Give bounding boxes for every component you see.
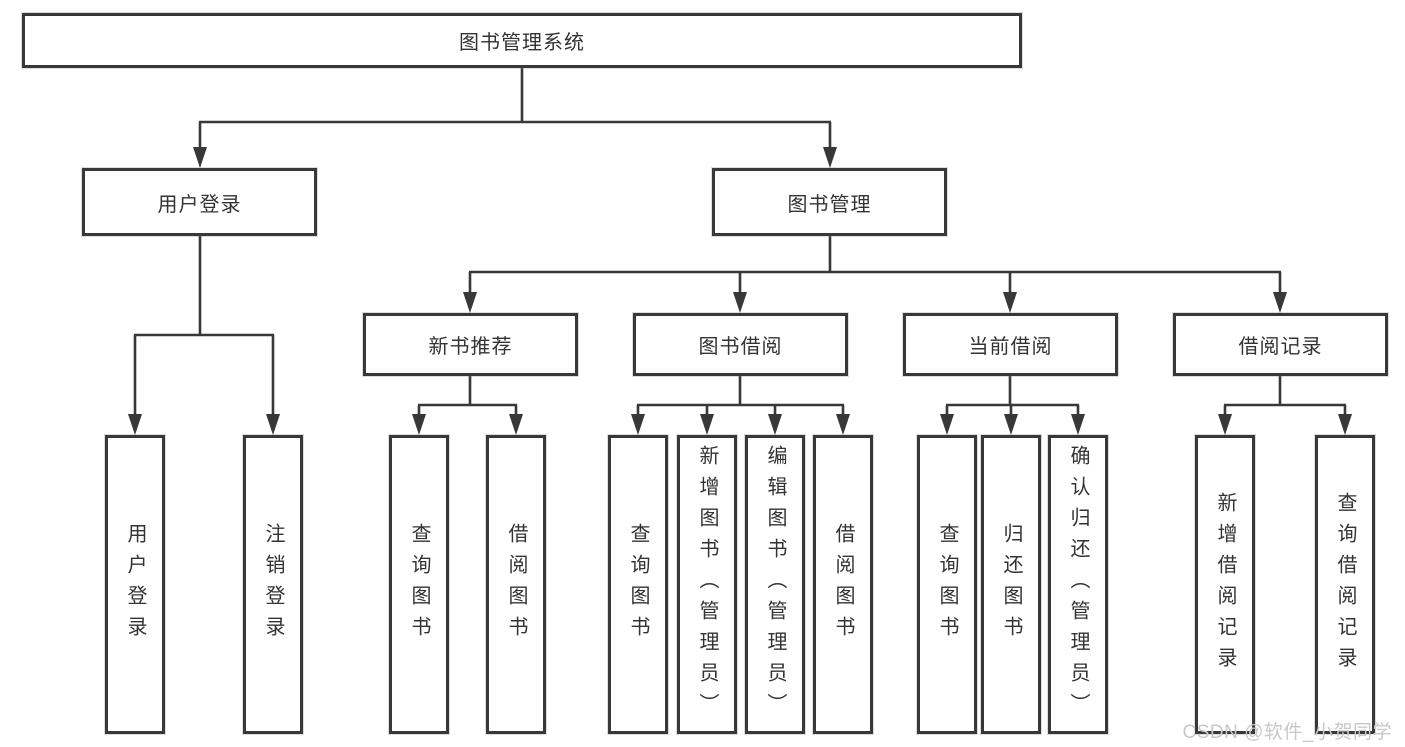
leaf-add-borrow-record: 新增借阅记录 [1195, 435, 1255, 734]
leaf-add-book-admin: 新增图书（管理员） [677, 435, 737, 734]
leaf-borrow-books-borrowing-label: 借阅图书 [832, 522, 854, 647]
leaf-user-login: 用户登录 [105, 435, 165, 734]
leaf-query-books-borrowing-label: 查询图书 [627, 522, 649, 647]
node-borrowing-records: 借阅记录 [1173, 313, 1388, 376]
node-borrowing-records-label: 借阅记录 [1238, 336, 1323, 358]
node-book-management-label: 图书管理 [787, 193, 872, 216]
node-book-borrowing-label: 图书借阅 [698, 336, 783, 358]
node-book-borrowing: 图书借阅 [633, 313, 848, 376]
csdn-watermark: CSDN @软件_小贺同学 [1182, 722, 1392, 743]
leaf-add-book-admin-label: 新增图书（管理员） [696, 445, 718, 724]
leaf-borrow-books-borrowing: 借阅图书 [813, 435, 873, 734]
leaf-logout: 注销登录 [243, 435, 303, 734]
leaf-return-books-label: 归还图书 [1000, 522, 1022, 647]
leaf-return-books: 归还图书 [981, 435, 1041, 734]
leaf-add-borrow-record-label: 新增借阅记录 [1214, 491, 1236, 678]
leaf-query-books-current-label: 查询图书 [936, 522, 958, 647]
node-user-login: 用户登录 [82, 168, 317, 236]
node-library-system-label: 图书管理系统 [459, 32, 585, 54]
leaf-query-books-borrowing: 查询图书 [608, 435, 668, 734]
leaf-borrow-books-recommend-label: 借阅图书 [505, 522, 527, 647]
node-library-system: 图书管理系统 [22, 13, 1022, 68]
leaf-borrow-books-recommend: 借阅图书 [486, 435, 546, 734]
node-new-book-recommend-label: 新书推荐 [428, 336, 513, 358]
leaf-user-login-label: 用户登录 [124, 522, 146, 647]
node-book-management: 图书管理 [712, 168, 947, 236]
leaf-query-borrow-record: 查询借阅记录 [1315, 435, 1375, 734]
leaf-edit-book-admin: 编辑图书（管理员） [745, 435, 805, 734]
node-new-book-recommend: 新书推荐 [363, 313, 578, 376]
leaf-confirm-return-admin: 确认归还（管理员） [1048, 435, 1108, 734]
node-user-login-label: 用户登录 [157, 193, 242, 216]
leaf-query-books-current: 查询图书 [917, 435, 977, 734]
leaf-query-books-recommend: 查询图书 [389, 435, 449, 734]
node-current-borrowing-label: 当前借阅 [968, 336, 1053, 358]
leaf-query-books-recommend-label: 查询图书 [408, 522, 430, 647]
leaf-confirm-return-admin-label: 确认归还（管理员） [1067, 445, 1089, 724]
leaf-edit-book-admin-label: 编辑图书（管理员） [764, 445, 786, 724]
node-current-borrowing: 当前借阅 [903, 313, 1118, 376]
leaf-query-borrow-record-label: 查询借阅记录 [1334, 491, 1356, 678]
leaf-logout-label: 注销登录 [262, 522, 284, 647]
